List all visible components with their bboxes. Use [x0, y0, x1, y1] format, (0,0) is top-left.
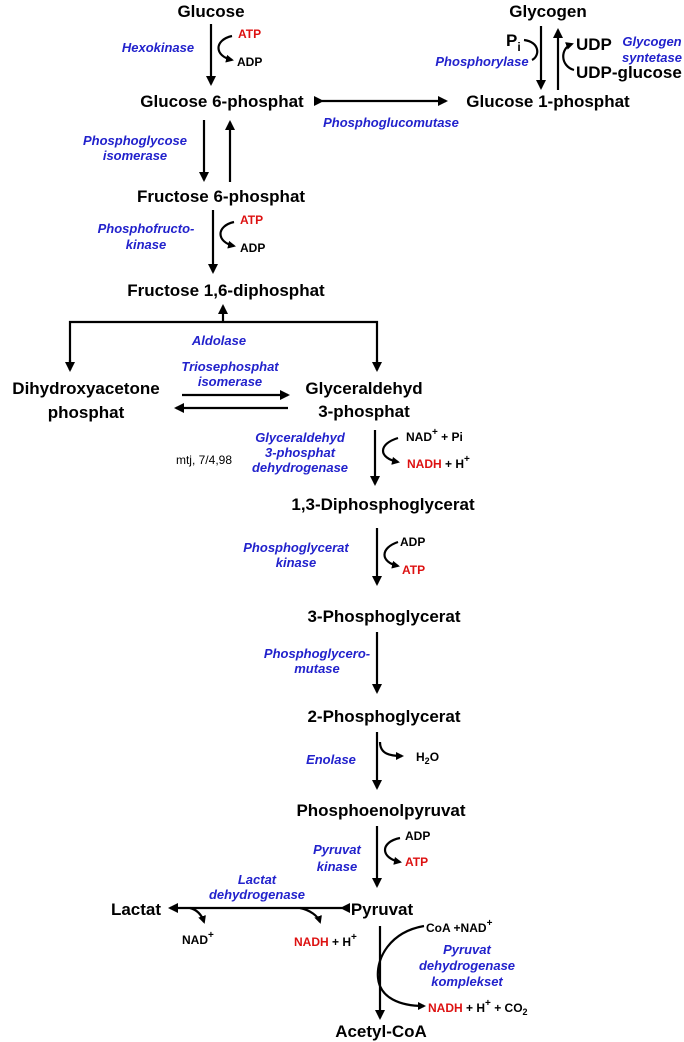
arrow-adp-atp-pk — [383, 836, 402, 865]
annotation-author-date: mtj, 7/4,98 — [176, 453, 232, 467]
enzyme-hexokinase: Hexokinase — [122, 40, 194, 55]
metabolite-lactat: Lactat — [111, 900, 161, 919]
enzyme-aldolase: Aldolase — [191, 333, 246, 348]
metabolite-phosphoenolpyruvat: Phosphoenolpyruvat — [296, 801, 465, 820]
arrow-pdh-cofactors — [376, 924, 426, 1010]
metabolite-glycogen: Glycogen — [509, 2, 586, 21]
arrow-nadh-ldh — [299, 906, 322, 924]
metabolite-fructose-1-6-diphosphat: Fructose 1,6-diphosphat — [127, 281, 325, 300]
arrows — [65, 24, 575, 1020]
enzyme-lactat-dehydrogenase-line2: dehydrogenase — [209, 887, 305, 902]
cofactor-nad-ldh: NAD+ — [182, 930, 214, 947]
arrow-adp-atp-pgk — [383, 540, 400, 569]
enzyme-phosphofructokinase-line2: kinase — [126, 237, 166, 252]
enzyme-phosphoglyceromutase-line2: mutase — [294, 661, 340, 676]
metabolite-udp: UDP — [576, 35, 612, 54]
cofactor-atp-hexokinase: ATP — [238, 27, 261, 41]
metabolite-glucose-1-phosphat: Glucose 1-phosphat — [466, 92, 630, 111]
metabolite-3-phosphoglycerat: 3-Phosphoglycerat — [307, 607, 460, 626]
metabolite-udp-glucose: UDP-glucose — [576, 63, 682, 82]
pi-p: P — [506, 31, 517, 50]
metabolite-dhap-line2: phosphat — [48, 403, 125, 422]
enzyme-enolase: Enolase — [306, 752, 356, 767]
cofactors: ATP ADP Pi ATP ADP mtj, 7/4,98 NAD+ + Pi… — [176, 27, 528, 1017]
cofactor-pi-phosphorylase: Pi — [506, 31, 521, 54]
cofactor-nad-pi: NAD+ + Pi — [406, 427, 463, 444]
metabolite-pyruvat: Pyruvat — [351, 900, 414, 919]
metabolite-glucose: Glucose — [177, 2, 244, 21]
enzyme-phosphorylase: Phosphorylase — [435, 54, 528, 69]
metabolites: Glucose Glycogen Glucose 6-phosphat Gluc… — [12, 2, 681, 1041]
enzyme-phosphoglucose-isomerase-line1: Phosphoglycose — [83, 133, 187, 148]
enzyme-triosephosphat-isomerase-line1: Triosephosphat — [181, 359, 279, 374]
arrow-pi-phosphorylase — [523, 38, 539, 61]
enzyme-lactat-dehydrogenase-line1: Lactat — [238, 872, 277, 887]
enzyme-pyruvat-kinase-line1: Pyruvat — [313, 842, 361, 857]
enzyme-pdh-line2: dehydrogenase — [419, 958, 515, 973]
enzyme-gapdh-line2: 3-phosphat — [265, 445, 336, 460]
cofactor-adp-pfk: ADP — [240, 241, 265, 255]
enzymes: Hexokinase Phosphorylase Glycogen syntet… — [83, 34, 682, 989]
cofactor-coa-nad-pdh: CoA +NAD+ — [426, 918, 493, 935]
cofactor-nadh-h-co2-pdh: NADH + H+ + CO2 — [428, 998, 528, 1017]
metabolite-fructose-6-phosphat: Fructose 6-phosphat — [137, 187, 305, 206]
cofactor-adp-pk: ADP — [405, 829, 430, 843]
metabolite-gap-line1: Glyceraldehyd — [305, 379, 422, 398]
arrow-nad-ldh — [189, 906, 206, 924]
enzyme-phosphoglucose-isomerase-line2: isomerase — [103, 148, 167, 163]
enzyme-pdh-line3: komplekset — [431, 974, 503, 989]
metabolite-dhap-line1: Dihydroxyacetone — [12, 379, 159, 398]
enzyme-glycogen-synthetase-line1: Glycogen — [622, 34, 681, 49]
enzyme-glycogen-synthetase-line2: syntetase — [622, 50, 682, 65]
nadh-ldh: NADH — [294, 935, 329, 949]
enzyme-phosphoglyceromutase-line1: Phosphoglycero- — [264, 646, 370, 661]
enzyme-pdh-line1: Pyruvat — [443, 942, 491, 957]
enzyme-pyruvat-kinase-line2: kinase — [317, 859, 357, 874]
arrow-h2o — [378, 741, 404, 760]
cofactor-nadh-h-ldh: NADH + H+ — [294, 932, 357, 949]
nadh-gapdh: NADH — [407, 457, 442, 471]
cofactor-atp-pk: ATP — [405, 855, 428, 869]
cofactor-adp-hexokinase: ADP — [237, 55, 262, 69]
metabolite-acetyl-coa: Acetyl-CoA — [335, 1022, 427, 1041]
arrow-atp-adp-pfk — [219, 220, 236, 249]
enzyme-triosephosphat-isomerase-line2: isomerase — [198, 374, 262, 389]
metabolite-2-phosphoglycerat: 2-Phosphoglycerat — [307, 707, 460, 726]
enzyme-gapdh-line3: dehydrogenase — [252, 460, 348, 475]
metabolite-glucose-6-phosphat: Glucose 6-phosphat — [140, 92, 304, 111]
arrow-nad-nadh — [381, 436, 400, 465]
pi-i-subscript: i — [517, 40, 520, 54]
cofactor-nadh-h-gapdh: NADH + H+ — [407, 454, 470, 471]
aldolase-bracket — [68, 320, 379, 370]
nadh-pdh: NADH — [428, 1001, 463, 1015]
enzyme-phosphoglycerat-kinase-line2: kinase — [276, 555, 316, 570]
enzyme-gapdh-line1: Glyceraldehyd — [255, 430, 346, 445]
cofactor-adp-pgk: ADP — [400, 535, 425, 549]
arrow-udpglucose-udp — [562, 42, 575, 72]
cofactor-atp-pgk: ATP — [402, 563, 425, 577]
metabolite-1-3-diphosphoglycerat: 1,3-Diphosphoglycerat — [291, 495, 475, 514]
enzyme-phosphofructokinase-line1: Phosphofructo- — [98, 221, 195, 236]
enzyme-phosphoglycerat-kinase-line1: Phosphoglycerat — [243, 540, 349, 555]
metabolite-gap-line2: 3-phosphat — [318, 402, 410, 421]
cofactor-h2o: H2O — [416, 750, 439, 766]
enzyme-phosphoglucomutase: Phosphoglucomutase — [323, 115, 459, 130]
cofactor-atp-pfk: ATP — [240, 213, 263, 227]
arrow-atp-adp-hexokinase — [217, 34, 234, 63]
